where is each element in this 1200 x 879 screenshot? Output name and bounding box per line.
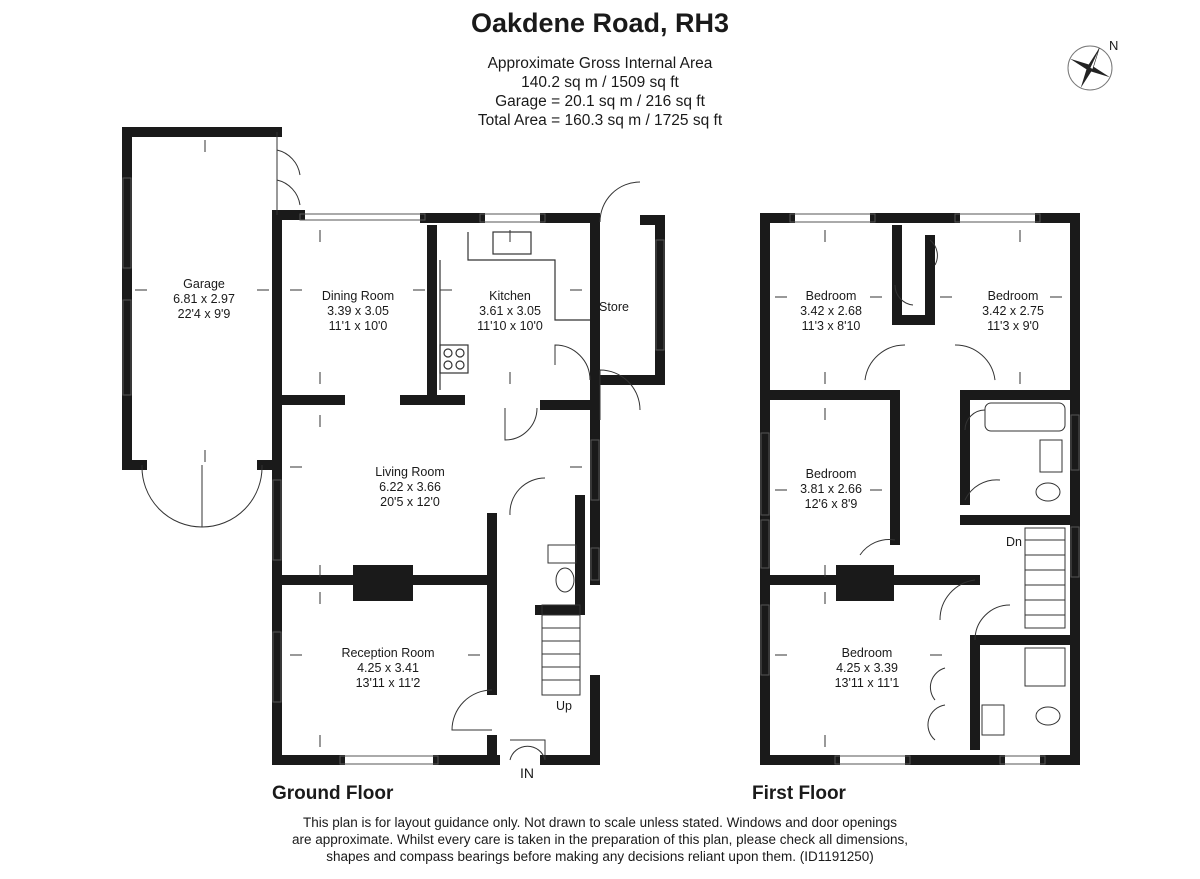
disclaimer: This plan is for layout guidance only. N… [230, 814, 970, 865]
room-name: Bedroom [805, 467, 857, 481]
room-dimensions-imperial: 12'6 x 8'9 [804, 497, 858, 511]
room-name: Bedroom [987, 289, 1039, 303]
room-dimensions-metric: 4.25 x 3.39 [836, 661, 898, 675]
room-dimensions-metric: 3.42 x 2.75 [982, 304, 1044, 318]
room-dimensions-imperial: 13'11 x 11'1 [834, 676, 900, 690]
room-dimensions-metric: 4.25 x 3.41 [357, 661, 419, 675]
room-dimensions-imperial: 11'3 x 8'10 [801, 319, 861, 333]
room-name: Living Room [375, 465, 445, 479]
area-summary: Approximate Gross Internal Area 140.2 sq… [380, 54, 820, 130]
stairs-up-label: Up [556, 699, 572, 713]
dimension-arrows [135, 140, 1062, 747]
ground-doors [141, 132, 641, 761]
entrance-label: IN [520, 765, 534, 781]
room-label-bedroom-2: Bedroom 3.42 x 2.75 11'3 x 9'0 [982, 289, 1044, 334]
room-dimensions-imperial: 11'10 x 10'0 [477, 319, 543, 333]
first-doors [859, 239, 1011, 741]
room-dimensions-metric: 3.42 x 2.68 [800, 304, 862, 318]
chimney-breast [353, 565, 413, 601]
area-line: Total Area = 160.3 sq m / 1725 sq ft [477, 112, 723, 129]
first-stairs [1024, 527, 1066, 629]
disclaimer-line: This plan is for layout guidance only. N… [302, 815, 898, 830]
room-name: Store [599, 300, 629, 314]
compass-north-label: N [1109, 38, 1118, 53]
bathroom-fittings [981, 402, 1066, 736]
room-dimensions-imperial: 22'4 x 9'9 [177, 307, 231, 321]
area-line: Approximate Gross Internal Area [487, 55, 713, 72]
room-dimensions-imperial: 11'1 x 10'0 [328, 319, 388, 333]
store-walls [595, 215, 665, 385]
room-label-living-room: Living Room 6.22 x 3.66 20'5 x 12'0 [375, 465, 444, 510]
room-name: Bedroom [841, 646, 893, 660]
room-name: Dining Room [321, 289, 395, 303]
room-label-kitchen: Kitchen 3.61 x 3.05 11'10 x 10'0 [477, 289, 543, 334]
room-label-reception-room: Reception Room 4.25 x 3.41 13'11 x 11'2 [341, 646, 434, 691]
room-dimensions-imperial: 20'5 x 12'0 [380, 495, 440, 509]
first-floor-walls [760, 213, 1080, 765]
room-dimensions-metric: 3.61 x 3.05 [479, 304, 541, 318]
ground-floor-label: Ground Floor [272, 783, 394, 804]
plan-title: Oakdene Road, RH3 [470, 8, 730, 38]
room-label-bedroom-4: Bedroom 4.25 x 3.39 13'11 x 11'1 [835, 646, 900, 691]
ground-wc [547, 544, 577, 593]
area-line: 140.2 sq m / 1509 sq ft [521, 74, 679, 91]
room-name: Reception Room [341, 646, 435, 660]
room-label-store: Store [599, 300, 629, 315]
room-name: Bedroom [805, 289, 857, 303]
room-label-bedroom-3: Bedroom 3.81 x 2.66 12'6 x 8'9 [800, 467, 862, 512]
room-dimensions-imperial: 11'3 x 9'0 [987, 319, 1039, 333]
room-label-bedroom-1: Bedroom 3.42 x 2.68 11'3 x 8'10 [800, 289, 862, 334]
ground-stairs [541, 604, 581, 696]
ground-floor-walls [122, 127, 600, 765]
room-name: Kitchen [489, 289, 531, 303]
room-name: Garage [183, 277, 225, 291]
room-label-dining-room: Dining Room 3.39 x 3.05 11'1 x 10'0 [322, 289, 394, 334]
room-dimensions-imperial: 13'11 x 11'2 [355, 676, 421, 690]
room-dimensions-metric: 6.22 x 3.66 [379, 480, 441, 494]
chimney-breast [836, 565, 894, 601]
area-line: Garage = 20.1 sq m / 216 sq ft [495, 93, 705, 110]
compass-rose-icon: N [1067, 38, 1118, 91]
first-windows [760, 213, 1080, 765]
kitchen-fittings [439, 231, 590, 390]
room-dimensions-metric: 3.81 x 2.66 [800, 482, 862, 496]
ground-windows [122, 177, 665, 765]
first-floor-label: First Floor [752, 783, 846, 804]
room-dimensions-metric: 3.39 x 3.05 [327, 304, 389, 318]
disclaimer-line: shapes and compass bearings before makin… [326, 849, 874, 864]
room-label-garage: Garage 6.81 x 2.97 22'4 x 9'9 [173, 277, 235, 322]
disclaimer-line: are approximate. Whilst every care is ta… [291, 832, 909, 847]
stairs-down-label: Dn [1006, 535, 1022, 549]
room-dimensions-metric: 6.81 x 2.97 [173, 292, 235, 306]
